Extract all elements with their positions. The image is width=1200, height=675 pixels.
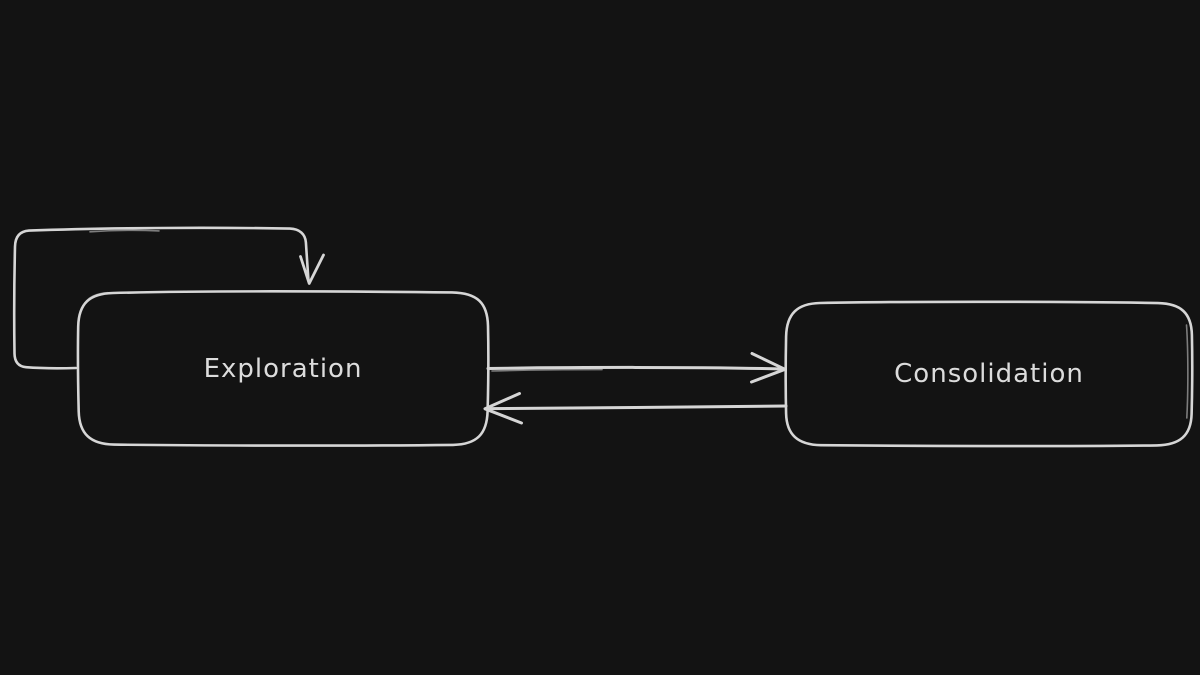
consolidation-node-label[interactable]: Consolidation bbox=[894, 359, 1084, 389]
arrow-right-shaft[interactable] bbox=[486, 365, 786, 371]
exploration-corner-sketch-overdraw[interactable] bbox=[83, 291, 109, 306]
arrow-exploration-to-consolidation[interactable] bbox=[486, 352, 787, 384]
self-loop-arrow-shaft[interactable] bbox=[12, 226, 310, 370]
arrow-right-sketch-overdraw[interactable] bbox=[491, 368, 603, 372]
arrow-left-shaft[interactable] bbox=[486, 404, 788, 411]
consolidation-node[interactable] bbox=[784, 300, 1194, 448]
exploration-node[interactable] bbox=[76, 290, 490, 447]
arrowhead-right-icon[interactable] bbox=[750, 352, 787, 384]
exploration-node-shape[interactable] bbox=[76, 290, 490, 447]
arrow-consolidation-to-exploration[interactable] bbox=[483, 392, 788, 425]
arrowhead-left-icon[interactable] bbox=[483, 392, 523, 425]
exploration-node-label[interactable]: Exploration bbox=[203, 353, 363, 384]
self-loop-arrow[interactable] bbox=[12, 226, 325, 370]
consolidation-edge-sketch-overdraw[interactable] bbox=[1185, 324, 1189, 419]
self-loop-sketch-overdraw[interactable] bbox=[89, 229, 160, 233]
self-loop-arrowhead-down-icon[interactable] bbox=[299, 253, 325, 285]
consolidation-node-shape[interactable] bbox=[784, 300, 1194, 448]
